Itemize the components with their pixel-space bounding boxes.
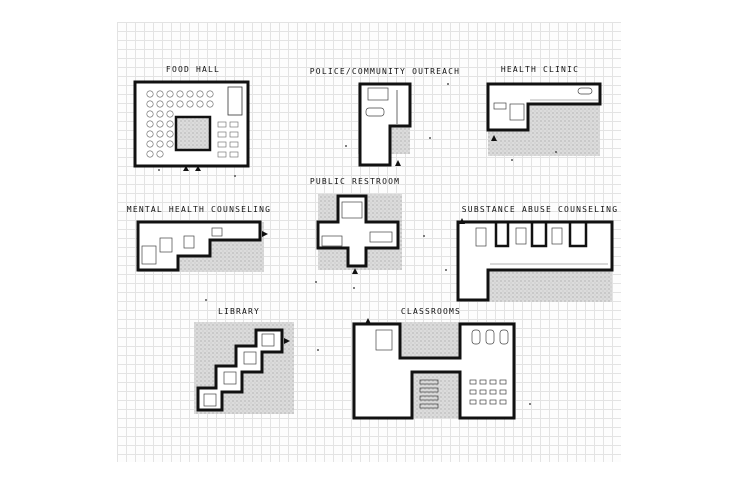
label-substance-abuse: SUBSTANCE ABUSE COUNSELING bbox=[461, 205, 619, 214]
label-classrooms: CLASSROOMS bbox=[400, 307, 462, 316]
site-markers bbox=[158, 83, 557, 405]
label-mental-health: MENTAL HEALTH COUNSELING bbox=[126, 205, 272, 214]
label-health-clinic: HEALTH CLINIC bbox=[500, 65, 580, 74]
plan-mental-health bbox=[136, 220, 268, 272]
plan-police-outreach bbox=[358, 82, 412, 167]
label-food-hall: FOOD HALL bbox=[165, 65, 221, 74]
plan-library bbox=[194, 322, 294, 414]
label-police-outreach: POLICE/COMMUNITY OUTREACH bbox=[309, 67, 461, 76]
plan-classrooms bbox=[352, 318, 516, 420]
label-public-restroom: PUBLIC RESTROOM bbox=[309, 177, 401, 186]
plan-health-clinic bbox=[486, 82, 602, 156]
plan-food-hall bbox=[133, 80, 250, 171]
plan-substance-abuse bbox=[456, 218, 614, 302]
label-library: LIBRARY bbox=[217, 307, 261, 316]
plan-public-restroom bbox=[316, 194, 402, 274]
